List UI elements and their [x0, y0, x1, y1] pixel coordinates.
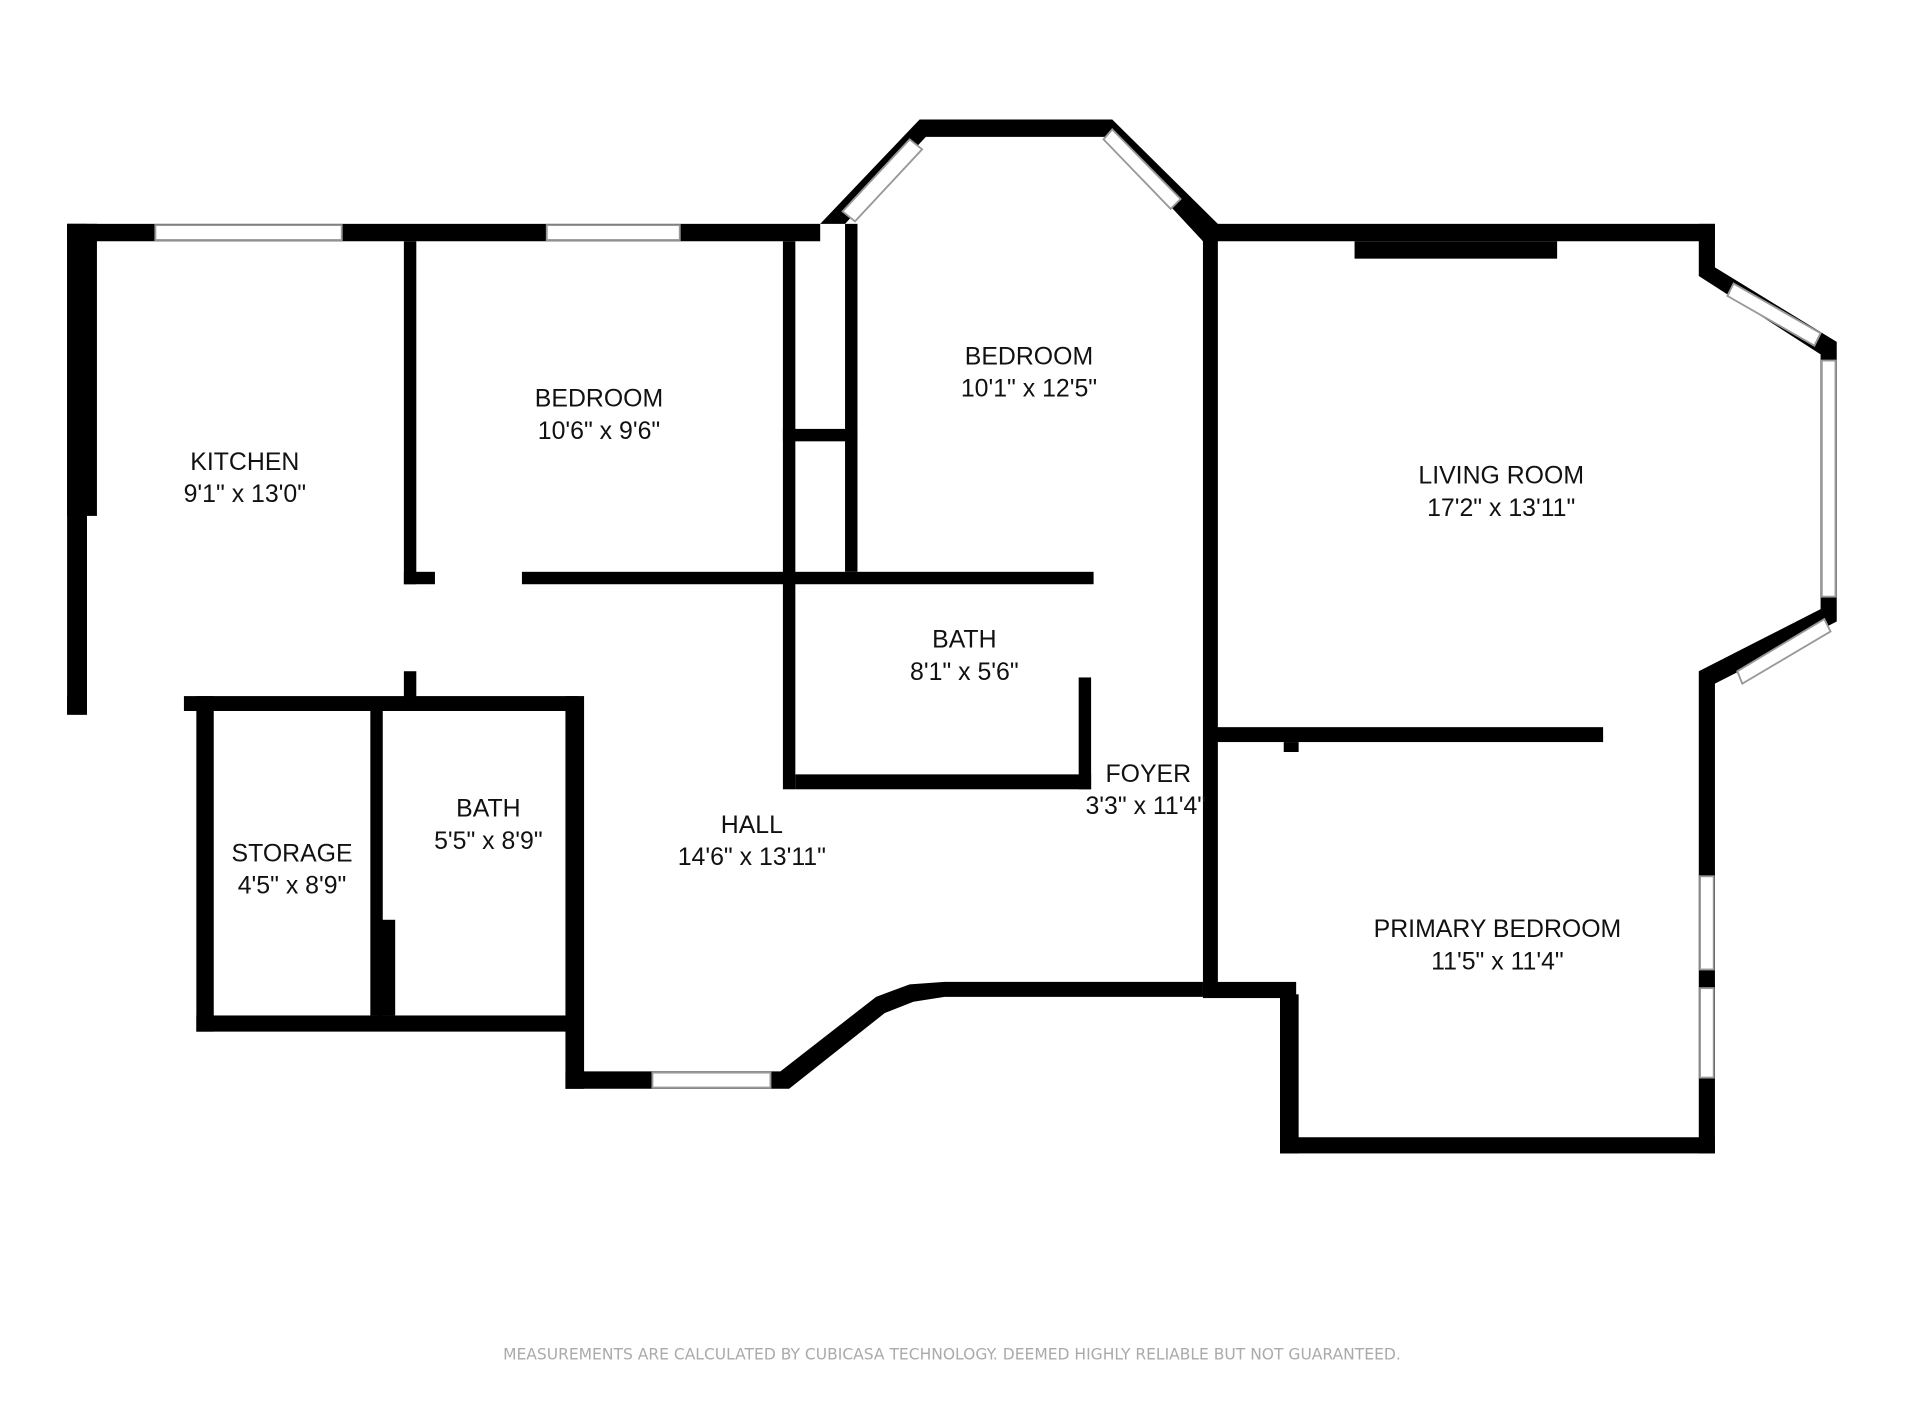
room-name-storage: STORAGE [232, 840, 353, 867]
room-size-bath-2: 5'5" x 8'9" [434, 828, 543, 855]
disclaimer: MEASUREMENTS ARE CALCULATED BY CUBICASA … [503, 1346, 1401, 1364]
room-size-living-room: 17'2" x 13'11" [1427, 495, 1575, 522]
room-size-kitchen: 9'1" x 13'0" [184, 481, 306, 508]
room-size-storage: 4'5" x 8'9" [238, 873, 347, 900]
room-name-kitchen: KITCHEN [190, 449, 299, 476]
room-size-bedroom-1: 10'6" x 9'6" [538, 418, 660, 445]
room-labels: KITCHEN 9'1" x 13'0" BEDROOM 10'6" x 9'6… [184, 343, 1622, 975]
room-size-primary-bedroom: 11'5" x 11'4" [1431, 948, 1564, 975]
room-size-bedroom-2: 10'1" x 12'5" [961, 376, 1097, 403]
room-size-hall: 14'6" x 13'11" [678, 844, 826, 871]
room-name-primary-bedroom: PRIMARY BEDROOM [1374, 916, 1622, 943]
room-name-bedroom-2: BEDROOM [965, 343, 1093, 370]
room-name-living-room: LIVING ROOM [1418, 463, 1584, 490]
room-name-bath-1: BATH [932, 627, 996, 654]
room-size-bath-1: 8'1" x 5'6" [910, 659, 1019, 686]
room-name-bath-2: BATH [456, 796, 520, 823]
windows [154, 128, 1837, 1089]
room-name-bedroom-1: BEDROOM [535, 386, 663, 413]
room-name-hall: HALL [721, 812, 783, 839]
room-name-foyer: FOYER [1105, 761, 1191, 788]
room-size-foyer: 3'3" x 11'4" [1085, 793, 1206, 820]
